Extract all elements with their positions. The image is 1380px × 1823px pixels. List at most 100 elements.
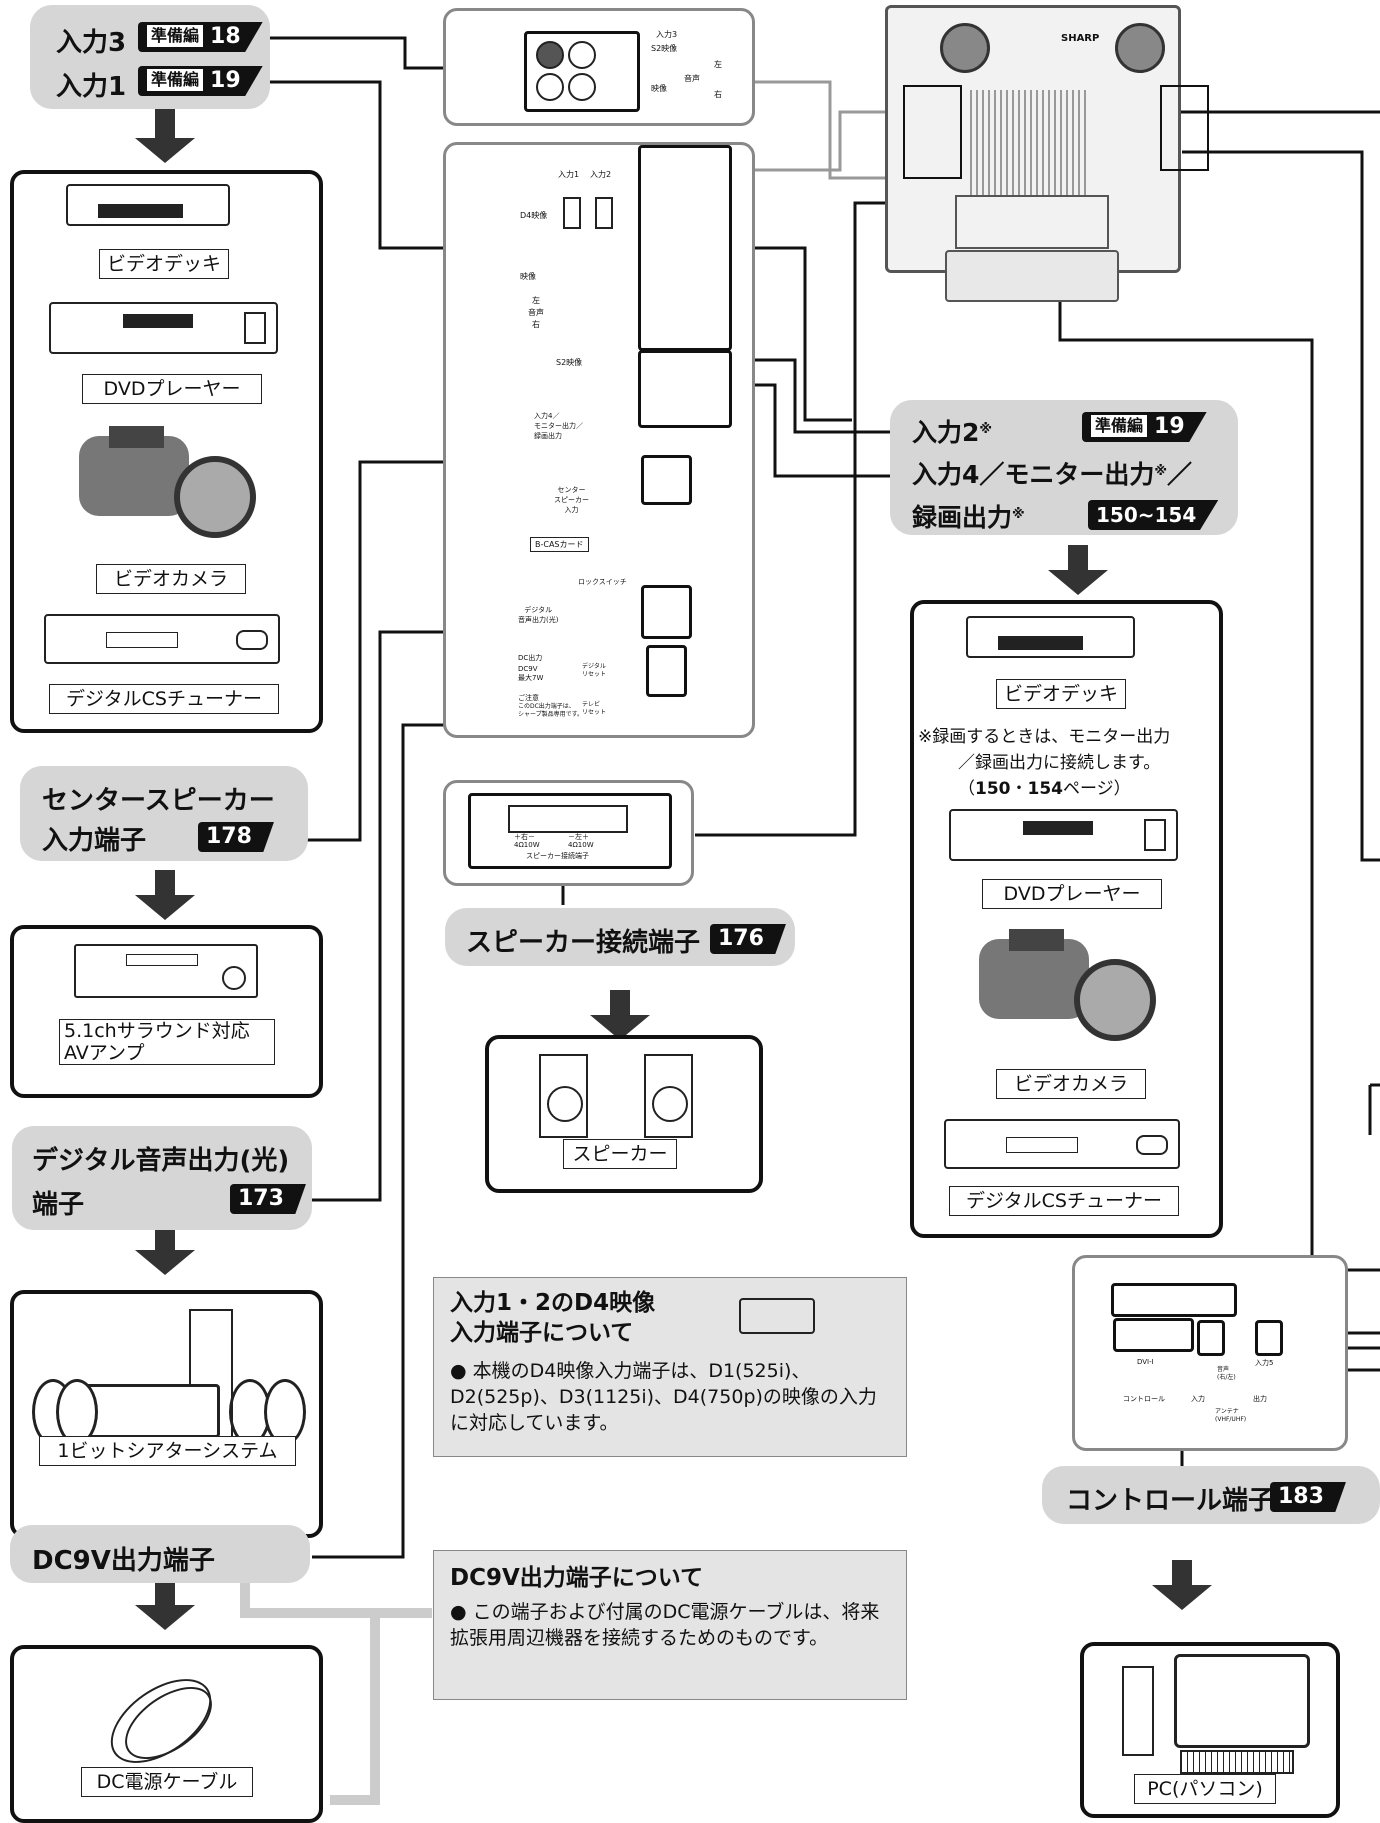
center-speaker-page: 178 [198,822,274,852]
panel-s2: S2映像 [556,357,582,368]
panel-in2: 入力2 [590,169,611,180]
side-jack-panel: DVI-I 音声 (右/左) 入力5 コントロール 入力 出力 アンテナ (VH… [1072,1255,1348,1451]
rec-note-3c: ・ [1011,779,1028,799]
dc-jack-block [646,645,687,697]
devices-box-2: ビデオデッキ ※録画するときは、モニター出力 ／録画出力に接続します。 （150… [910,600,1223,1238]
side-panel-dvi: DVI-I [1137,1358,1154,1366]
speaker-r-label: ＋右－ 4Ω10W [514,833,540,849]
video-camera-icon [79,426,249,541]
speaker-l-label: －左＋ 4Ω10W [568,833,594,849]
av-amp-icon [74,944,258,998]
panel-audio: 左 音声 右 [528,295,544,331]
speaker-label: スピーカー [563,1139,677,1169]
rec-note: ※ [1012,507,1025,522]
theater-label: 1ビットシアターシステム [39,1436,296,1466]
rec-text: 録画出力 [912,503,1012,532]
vcr-icon-2 [966,616,1135,658]
panel-center: センター スピーカー 入力 [554,485,589,515]
device-label-camera: ビデオカメラ [96,564,246,594]
optical-jack-block [641,585,692,639]
input4-label: 入力4／モニター出力※／ [912,455,1192,491]
pc-box: PC(パソコン) [1080,1642,1340,1818]
input4-text: 入力4／モニター出力 [912,460,1154,489]
digital-audio-page: 173 [230,1184,306,1214]
input4-note: ※ [1154,464,1167,479]
device2-label-vcr: ビデオデッキ [996,679,1126,709]
input2-page-badge: 準備編19 [1082,412,1207,442]
digital-audio-line1: デジタル音声出力(光) [32,1140,289,1177]
rear-jack-panel: 入力1 入力2 D4映像 映像 左 音声 右 S2映像 入力4／ モニター出力／… [443,142,755,738]
dc-info-box: DC9V出力端子について ● この端子および付属のDC電源ケーブルは、将来拡張用… [433,1550,907,1700]
cs-tuner-icon [44,614,280,664]
pc-monitor-icon [1174,1654,1310,1748]
theater-box: 1ビットシアターシステム [10,1290,323,1538]
speaker-icon-left [539,1054,588,1138]
top-panel-in3: 入力3 [656,29,677,40]
panel-digital-reset: デジタル リセット [582,663,606,679]
panel-caution-text: このDC出力端子は、 シャープ製品専用です。 [518,703,583,719]
vcr-icon [66,184,230,226]
top-panel-audio: 音声 [684,73,700,84]
rec-note-3a: （ [958,779,975,799]
d4-jack-block [638,145,732,351]
device-label-cs-tuner: デジタルCSチューナー [49,684,279,714]
input1-label: 入力1 [56,66,126,103]
d4-info-title2: 入力端子について [450,1318,633,1348]
rec-note-1: ※録画するときは、モニター出力 [918,722,1170,747]
dc-cable-box: DC電源ケーブル [10,1645,323,1823]
tv-rear-illustration: SHARP [885,5,1175,300]
top-panel-r: 右 [714,89,722,100]
top-panel-s2: S2映像 [651,43,677,54]
control-label: コントロール端子 [1066,1480,1274,1517]
dvd-player-icon [49,302,278,354]
device2-label-camera: ビデオカメラ [996,1069,1146,1099]
tv-brand: SHARP [1061,33,1099,44]
side-panel-audio: 音声 (右/左) [1217,1366,1236,1382]
panel-dc9v: DC9V 最大7W [518,665,543,683]
panel-lock: ロックスイッチ [578,577,627,587]
dvd-player-icon-2 [949,809,1178,861]
rec-note-3e: ページ） [1063,779,1131,799]
side-panel-control: コントロール [1123,1394,1165,1404]
video-camera-icon-2 [979,929,1149,1044]
panel-in4: 入力4／ モニター出力／ 録画出力 [534,411,583,441]
input2-note: ※ [979,422,992,437]
center-jack-block [641,455,692,505]
input3-badge-text: 準備編 [146,24,204,48]
center-speaker-line2: 入力端子 [42,820,146,857]
speaker-terminal-panel: ＋右－ 4Ω10W －左＋ 4Ω10W スピーカー接続端子 [443,780,694,886]
device2-label-dvd: DVDプレーヤー [982,879,1162,909]
rec-pages: 150~154 [1088,500,1218,530]
input2-badge-text: 準備編 [1090,414,1148,438]
d4-info-text: ● 本機のD4映像入力端子は、D1(525i)、D2(525p)、D3(1125… [450,1358,890,1436]
input2-text: 入力2 [912,418,979,447]
device-label-vcr: ビデオデッキ [99,249,229,279]
input2-label: 入力2※ [912,413,992,449]
speaker-term-label: スピーカー接続端子 [526,851,589,861]
panel-in1: 入力1 [558,169,579,180]
dc-cable-label: DC電源ケーブル [81,1767,253,1797]
dc-info-text: ● この端子および付属のDC電源ケーブルは、将来拡張用周辺機器を接続するためのも… [450,1599,890,1651]
speaker-box: スピーカー [485,1035,763,1193]
dc9v-label: DC9V出力端子 [32,1540,215,1577]
s2-jack-block [638,350,732,428]
device-label-dvd: DVDプレーヤー [82,374,262,404]
d4-info-title1: 入力1・2のD4映像 [450,1288,655,1318]
amp-box: 5.1chサラウンド対応 AVアンプ [10,925,323,1098]
input1-badge-text: 準備編 [146,68,204,92]
input3-label: 入力3 [56,22,126,59]
amp-label: 5.1chサラウンド対応 AVアンプ [59,1019,275,1065]
rec-note-3d: 154 [1028,779,1064,799]
panel-d4: D4映像 [520,210,547,221]
panel-caution: ご注意 [518,693,539,703]
d4-connector-icon [739,1298,815,1334]
side-panel-out: 出力 [1253,1394,1267,1404]
control-page: 183 [1270,1482,1346,1512]
rec-note-3b: 150 [975,779,1011,799]
device2-label-cs-tuner: デジタルCSチューナー [949,1186,1179,1216]
panel-video: 映像 [520,271,536,282]
panel-dcout: DC出力 [518,653,542,663]
dc-info-title: DC9V出力端子について [450,1563,703,1593]
top-panel-video: 映像 [651,83,667,94]
